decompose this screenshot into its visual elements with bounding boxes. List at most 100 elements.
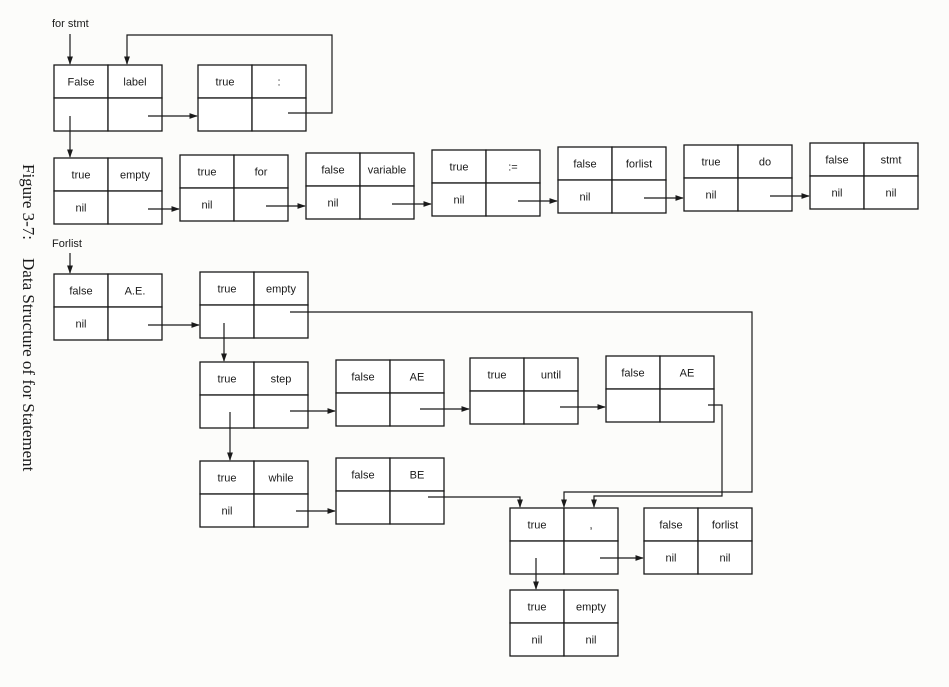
cell-flag xyxy=(53,64,109,99)
cell-down-text: nil xyxy=(531,635,542,647)
cell-flag-text: true xyxy=(528,520,547,532)
cell-down xyxy=(199,394,255,429)
node-false-ae-until: false AE xyxy=(605,355,715,423)
cell-atom-text: until xyxy=(541,370,561,382)
cell-flag-text: true xyxy=(218,284,237,296)
cell-flag-text: false xyxy=(825,155,848,167)
cell-down xyxy=(199,304,255,339)
cell-down xyxy=(53,190,109,225)
cell-next xyxy=(233,187,289,222)
cell-flag-text: true xyxy=(488,370,507,382)
cell-atom-text: empty xyxy=(120,170,150,182)
node-false-forlist: false forlist nil xyxy=(557,146,667,214)
cell-flag-text: true xyxy=(216,77,235,89)
cell-atom-text: step xyxy=(271,374,292,386)
figure-title: Data Structure of for Statement xyxy=(19,258,38,472)
cell-next-text: nil xyxy=(719,553,730,565)
cell-down xyxy=(53,306,109,341)
cell-flag xyxy=(335,359,391,394)
cell-next xyxy=(659,388,715,423)
cell-flag-text: true xyxy=(702,157,721,169)
cell-atom-text: empty xyxy=(576,602,606,614)
arrow-s3-to-comma xyxy=(591,404,723,508)
cell-flag xyxy=(199,361,255,396)
node-true-until: true until xyxy=(469,357,579,425)
label-forlist: Forlist xyxy=(52,238,82,250)
arrow-l1-to-comma xyxy=(290,311,753,508)
cell-down xyxy=(509,622,565,657)
cell-flag-text: false xyxy=(351,470,374,482)
cell-flag xyxy=(469,357,525,392)
figure-number: Figure 3-7: xyxy=(19,164,38,241)
cell-next-text: nil xyxy=(585,635,596,647)
cell-down xyxy=(431,182,487,217)
cell-down xyxy=(305,185,361,220)
cell-next xyxy=(389,490,445,525)
node-true-comma: true, xyxy=(509,507,619,575)
cell-down xyxy=(469,390,525,425)
cell-atom xyxy=(659,355,715,390)
cell-next xyxy=(107,190,163,225)
cell-atom-text: , xyxy=(589,520,592,532)
cell-next xyxy=(253,304,309,339)
cell-flag xyxy=(683,144,739,179)
cell-down xyxy=(605,388,661,423)
cell-flag-text: true xyxy=(218,374,237,386)
cell-atom xyxy=(107,273,163,308)
cell-atom xyxy=(523,357,579,392)
cell-atom-text: AE xyxy=(680,368,695,380)
node-true-while: true while nil xyxy=(199,460,309,528)
cell-atom xyxy=(253,361,309,396)
cell-atom xyxy=(697,507,753,542)
cell-down-text: nil xyxy=(327,198,338,210)
cell-flag-text: false xyxy=(621,368,644,380)
cell-flag-text: False xyxy=(68,77,95,89)
cell-atom-text: AE xyxy=(410,372,425,384)
cell-flag-text: true xyxy=(218,473,237,485)
cell-atom-text: forlist xyxy=(712,520,738,532)
cell-next xyxy=(611,179,667,214)
cell-next xyxy=(485,182,541,217)
cell-down xyxy=(643,540,699,575)
cell-next xyxy=(251,97,307,132)
cell-next xyxy=(563,622,619,657)
cell-atom-text: while xyxy=(267,473,293,485)
cell-atom xyxy=(563,589,619,624)
cell-atom-text: : xyxy=(277,77,280,89)
cell-down-text: nil xyxy=(221,506,232,518)
cell-flag xyxy=(557,146,613,181)
cell-flag-text: true xyxy=(198,167,217,179)
cell-flag xyxy=(643,507,699,542)
cell-atom-text: forlist xyxy=(626,159,652,171)
cell-down xyxy=(335,490,391,525)
cell-atom-text: variable xyxy=(368,165,407,177)
cell-atom-text: := xyxy=(508,162,517,174)
cell-flag-text: true xyxy=(450,162,469,174)
cell-flag-text: true xyxy=(72,170,91,182)
cell-atom-text: A.E. xyxy=(125,286,146,298)
cell-down-text: nil xyxy=(579,192,590,204)
label-for-stmt: for stmt xyxy=(52,18,89,30)
cell-flag-text: false xyxy=(573,159,596,171)
cell-down-text: nil xyxy=(705,190,716,202)
cell-atom xyxy=(359,152,415,187)
cell-atom xyxy=(233,154,289,189)
cell-down-text: nil xyxy=(75,319,86,331)
cell-atom-text: stmt xyxy=(881,155,902,167)
cell-atom-text: for xyxy=(255,167,268,179)
cell-next xyxy=(359,185,415,220)
cell-down-text: nil xyxy=(75,203,86,215)
cell-atom-text: do xyxy=(759,157,771,169)
cell-down xyxy=(197,97,253,132)
cell-down xyxy=(509,540,565,575)
cell-flag-text: false xyxy=(659,520,682,532)
cell-next xyxy=(107,97,163,132)
node-true-empty: true empty nil xyxy=(53,157,163,225)
